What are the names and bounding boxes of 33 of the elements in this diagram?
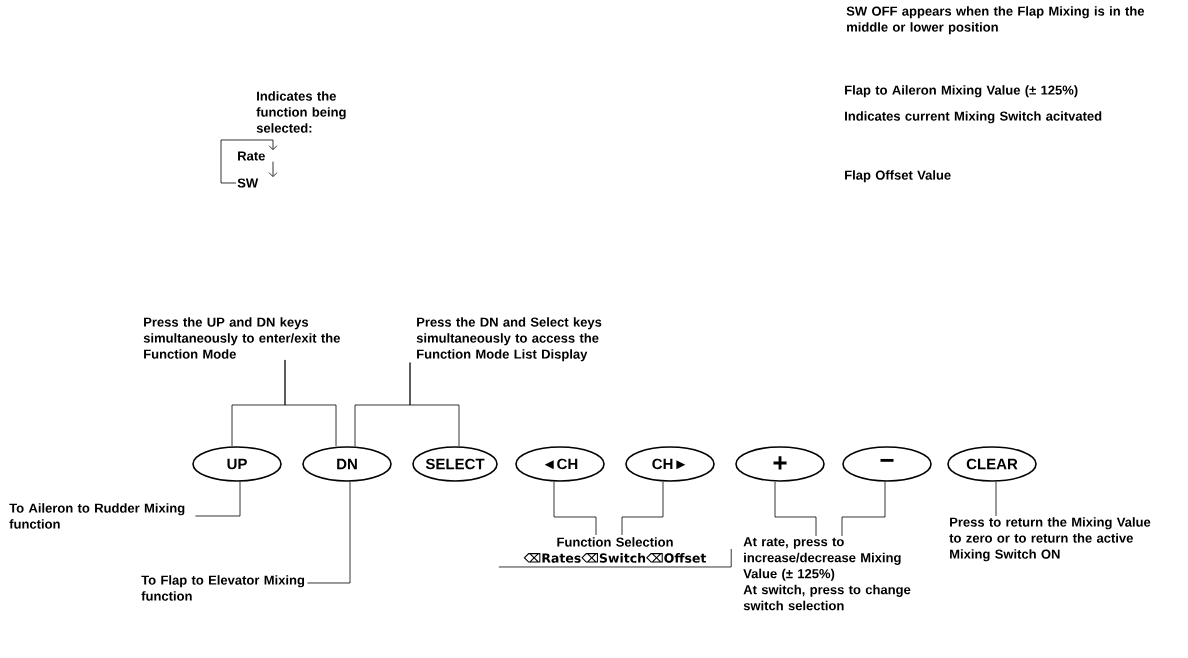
arrow: [268, 161, 278, 177]
callout-text: To Flap to Elevator Mixing function: [141, 575, 305, 601]
callout-text: To Aileron to Rudder Mixing function: [9, 503, 185, 529]
callout-text: Press the DN and Select keys simultaneously to access the Function Mode List Display: [416, 317, 602, 362]
function-name: Rate: [238, 151, 265, 161]
note-text: Indicates the function being selected:: [256, 91, 346, 133]
leader-line: [995, 481, 997, 517]
key-button: SELECT: [412, 446, 498, 482]
callout-text: Press to return the Mixing Value to zero or to return the active Mixing Switch ON: [949, 517, 1151, 562]
key-button: ◄CH: [515, 446, 605, 482]
leader-line: [307, 481, 351, 584]
key-button: CLEAR: [947, 446, 1037, 482]
key-button: DN: [302, 446, 392, 482]
key-button: UP: [192, 446, 282, 482]
key-button: CH►: [625, 446, 715, 482]
key-button: +: [735, 446, 825, 482]
function-name: SW: [237, 178, 259, 188]
note-text: Flap Offset Value: [845, 170, 951, 183]
note-text: SW OFF appears when the Flap Mixing is in the middle or lower position: [846, 6, 1145, 35]
leader-line: [621, 481, 664, 536]
arrow: [220, 139, 278, 184]
leader-line: [195, 481, 241, 517]
leader-line: [553, 481, 597, 536]
callout-text: Function Selection ⌫Rates⌫Switch⌫Offset: [523, 537, 707, 563]
note-text: Flap to Aileron Mixing Value (± 125%): [845, 85, 1078, 98]
note-text: Indicates current Mixing Switch acitvated: [845, 111, 1102, 124]
callout-text: At rate, press to increase/decrease Mixing Value (± 125%) At switch, press to change switch selection: [743, 537, 911, 611]
callout-text: Press the UP and DN keys simultaneously to enter/exit the Function Mode: [143, 317, 340, 359]
key-button: −: [842, 446, 932, 482]
leader-line: [774, 481, 817, 537]
leader-line: [284, 359, 337, 447]
leader-line: [409, 362, 460, 447]
leader-line: [841, 481, 886, 537]
